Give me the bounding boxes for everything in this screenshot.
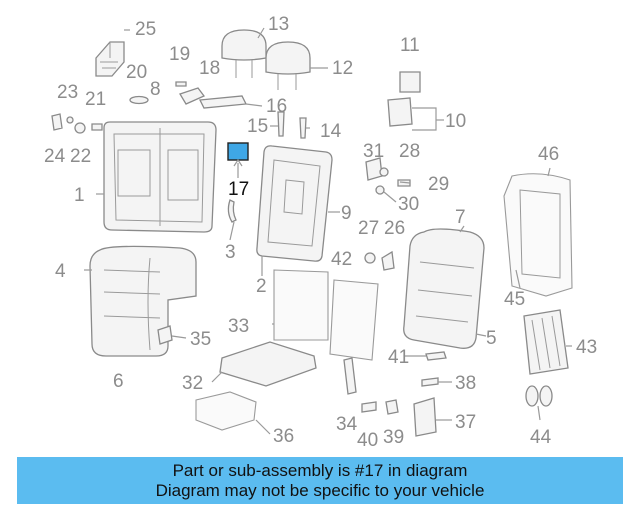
part-2-9-seatback-frame-right [256,145,333,262]
part-4-6-seat-cushion [89,245,197,357]
callout-14: 14 [320,121,342,142]
callout-18: 18 [199,58,220,79]
callout-42: 42 [331,249,352,270]
part-19-clip [175,81,187,87]
callout-21: 21 [85,89,106,110]
part-18-bracket [179,87,206,105]
callout-9: 9 [341,203,352,224]
parts-diagram: 25 19 18 20 8 13 12 16 15 14 23 21 24 22… [44,14,597,451]
part-13-headrest [221,29,267,78]
part-24-clip [51,113,63,131]
part-44-plug-a [525,385,539,407]
callout-33: 33 [228,316,249,337]
callout-46: 46 [538,144,559,165]
callout-6: 6 [113,371,124,392]
callout-34: 34 [336,414,358,435]
part-46-frame [503,173,573,297]
callout-4: 4 [55,261,66,282]
part-30-nut [375,185,385,195]
part-11-knob [399,71,421,93]
callout-26: 26 [384,218,405,239]
callout-41: 41 [388,347,409,368]
part-45-wire [519,189,561,279]
part-25-bracket [95,41,125,77]
part-10-latch [387,97,413,127]
callout-32: 32 [182,373,203,394]
callout-44: 44 [530,427,552,448]
banner-line-2: Diagram may not be specific to your vehi… [155,481,485,500]
part-41-clip [425,351,447,361]
part-40-clip [361,401,377,413]
callout-38: 38 [455,373,476,394]
part-12-headrest [265,41,311,90]
callout-5: 5 [486,328,497,349]
callout-2: 2 [256,276,267,297]
callout-28: 28 [399,141,420,162]
part-26-clip [381,250,395,271]
callout-labels: 25 19 18 20 8 13 12 16 15 14 23 21 24 22… [44,14,597,451]
part-17-highlighted [227,142,249,161]
callout-27: 27 [358,218,379,239]
callout-1: 1 [74,185,85,206]
callout-15: 15 [247,116,268,137]
callout-40: 40 [357,430,378,451]
part-14-guide [299,117,307,139]
info-banner: Part or sub-assembly is #17 in diagram D… [17,457,623,504]
callout-20: 20 [126,62,147,83]
callout-3: 3 [225,242,236,263]
part-5-7-bolster [403,228,485,349]
part-20-clip [129,95,149,105]
callout-17: 17 [228,179,249,200]
callout-7: 7 [455,207,466,228]
part-34-strip [343,357,357,395]
callout-11: 11 [400,35,420,56]
callout-35: 35 [190,329,211,350]
callout-36: 36 [273,426,294,447]
callout-19: 19 [169,44,190,65]
part-39-clip [385,399,399,415]
part-21-bolt [91,123,103,131]
callout-45: 45 [504,289,525,310]
part-28-washer [379,167,389,177]
callout-12: 12 [332,58,353,79]
callout-10: 10 [445,111,466,132]
callout-31: 31 [363,141,384,162]
part-36-frame [195,391,257,431]
callout-22: 22 [70,146,91,167]
part-3-clip [227,199,237,223]
part-32-pad [219,341,317,387]
banner-line-1: Part or sub-assembly is #17 in diagram [172,461,468,480]
part-16-cover [198,95,248,109]
callout-39: 39 [383,427,404,448]
callout-43: 43 [576,337,597,358]
part-37-bracket [413,397,437,437]
leader-lines [84,27,572,435]
part-44-plug-b [539,385,553,407]
part-42-trim [329,279,379,361]
callout-25: 25 [135,19,156,40]
callout-8: 8 [150,79,161,100]
part-1-8-seatback-frame [103,121,217,233]
callout-24: 24 [44,146,66,167]
part-38-bolt [421,377,439,387]
callout-13: 13 [268,14,289,35]
part-15-guide [277,111,285,137]
callout-29: 29 [428,174,449,195]
part-22-nut [74,122,86,134]
part-27-nut [364,252,376,264]
part-33-trim [273,269,329,341]
part-23-screw [66,116,74,124]
callout-23: 23 [57,82,78,103]
callout-37: 37 [455,412,476,433]
part-35-bracket [157,325,173,345]
callout-16: 16 [266,96,287,117]
callout-30: 30 [398,194,419,215]
